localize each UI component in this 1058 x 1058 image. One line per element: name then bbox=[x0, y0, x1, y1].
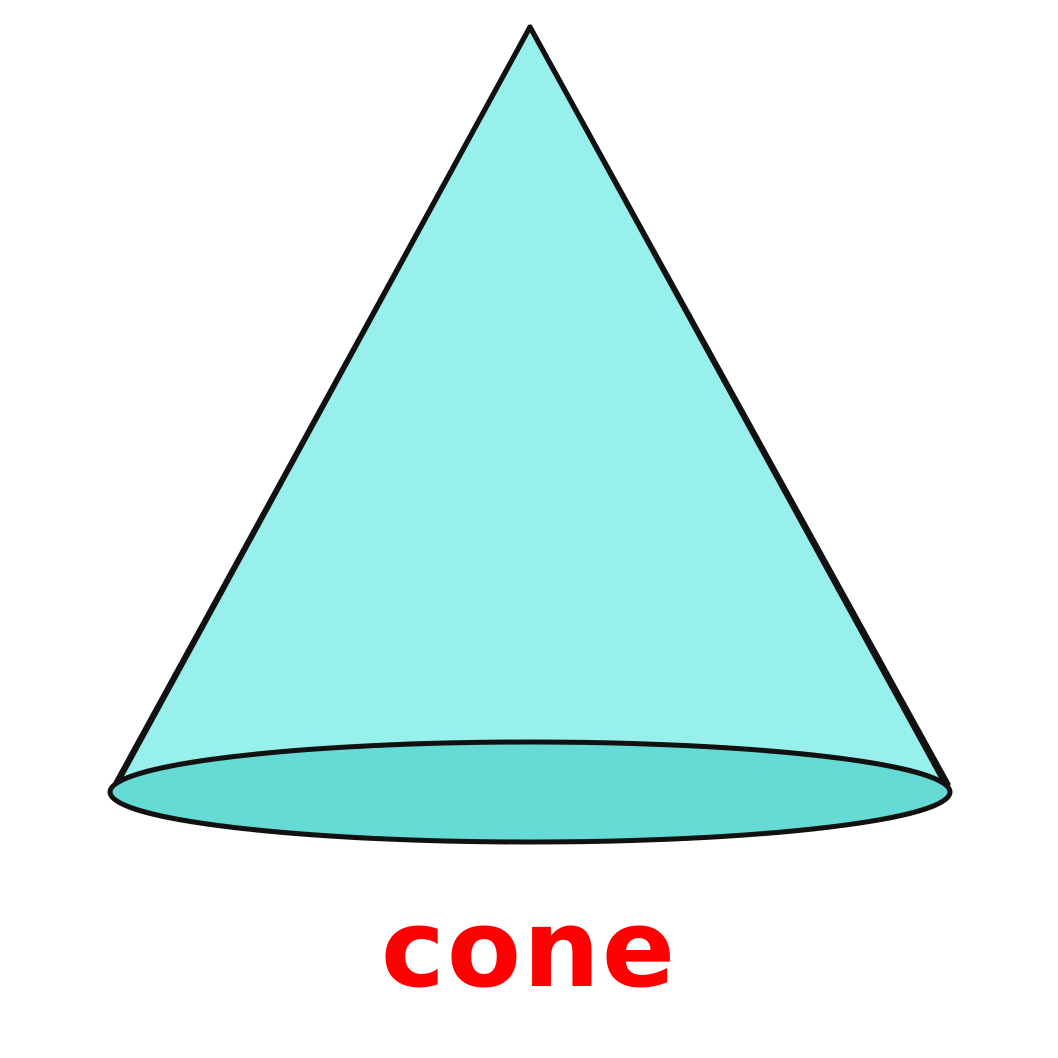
shape-caption: cone bbox=[380, 887, 678, 1012]
cone-right-edge bbox=[527, 24, 947, 785]
cone-side-surface bbox=[109, 24, 951, 815]
cone-base bbox=[107, 739, 953, 845]
cone-icon bbox=[107, 24, 953, 845]
cone-left-edge bbox=[115, 24, 533, 785]
cone-illustration bbox=[107, 24, 953, 845]
